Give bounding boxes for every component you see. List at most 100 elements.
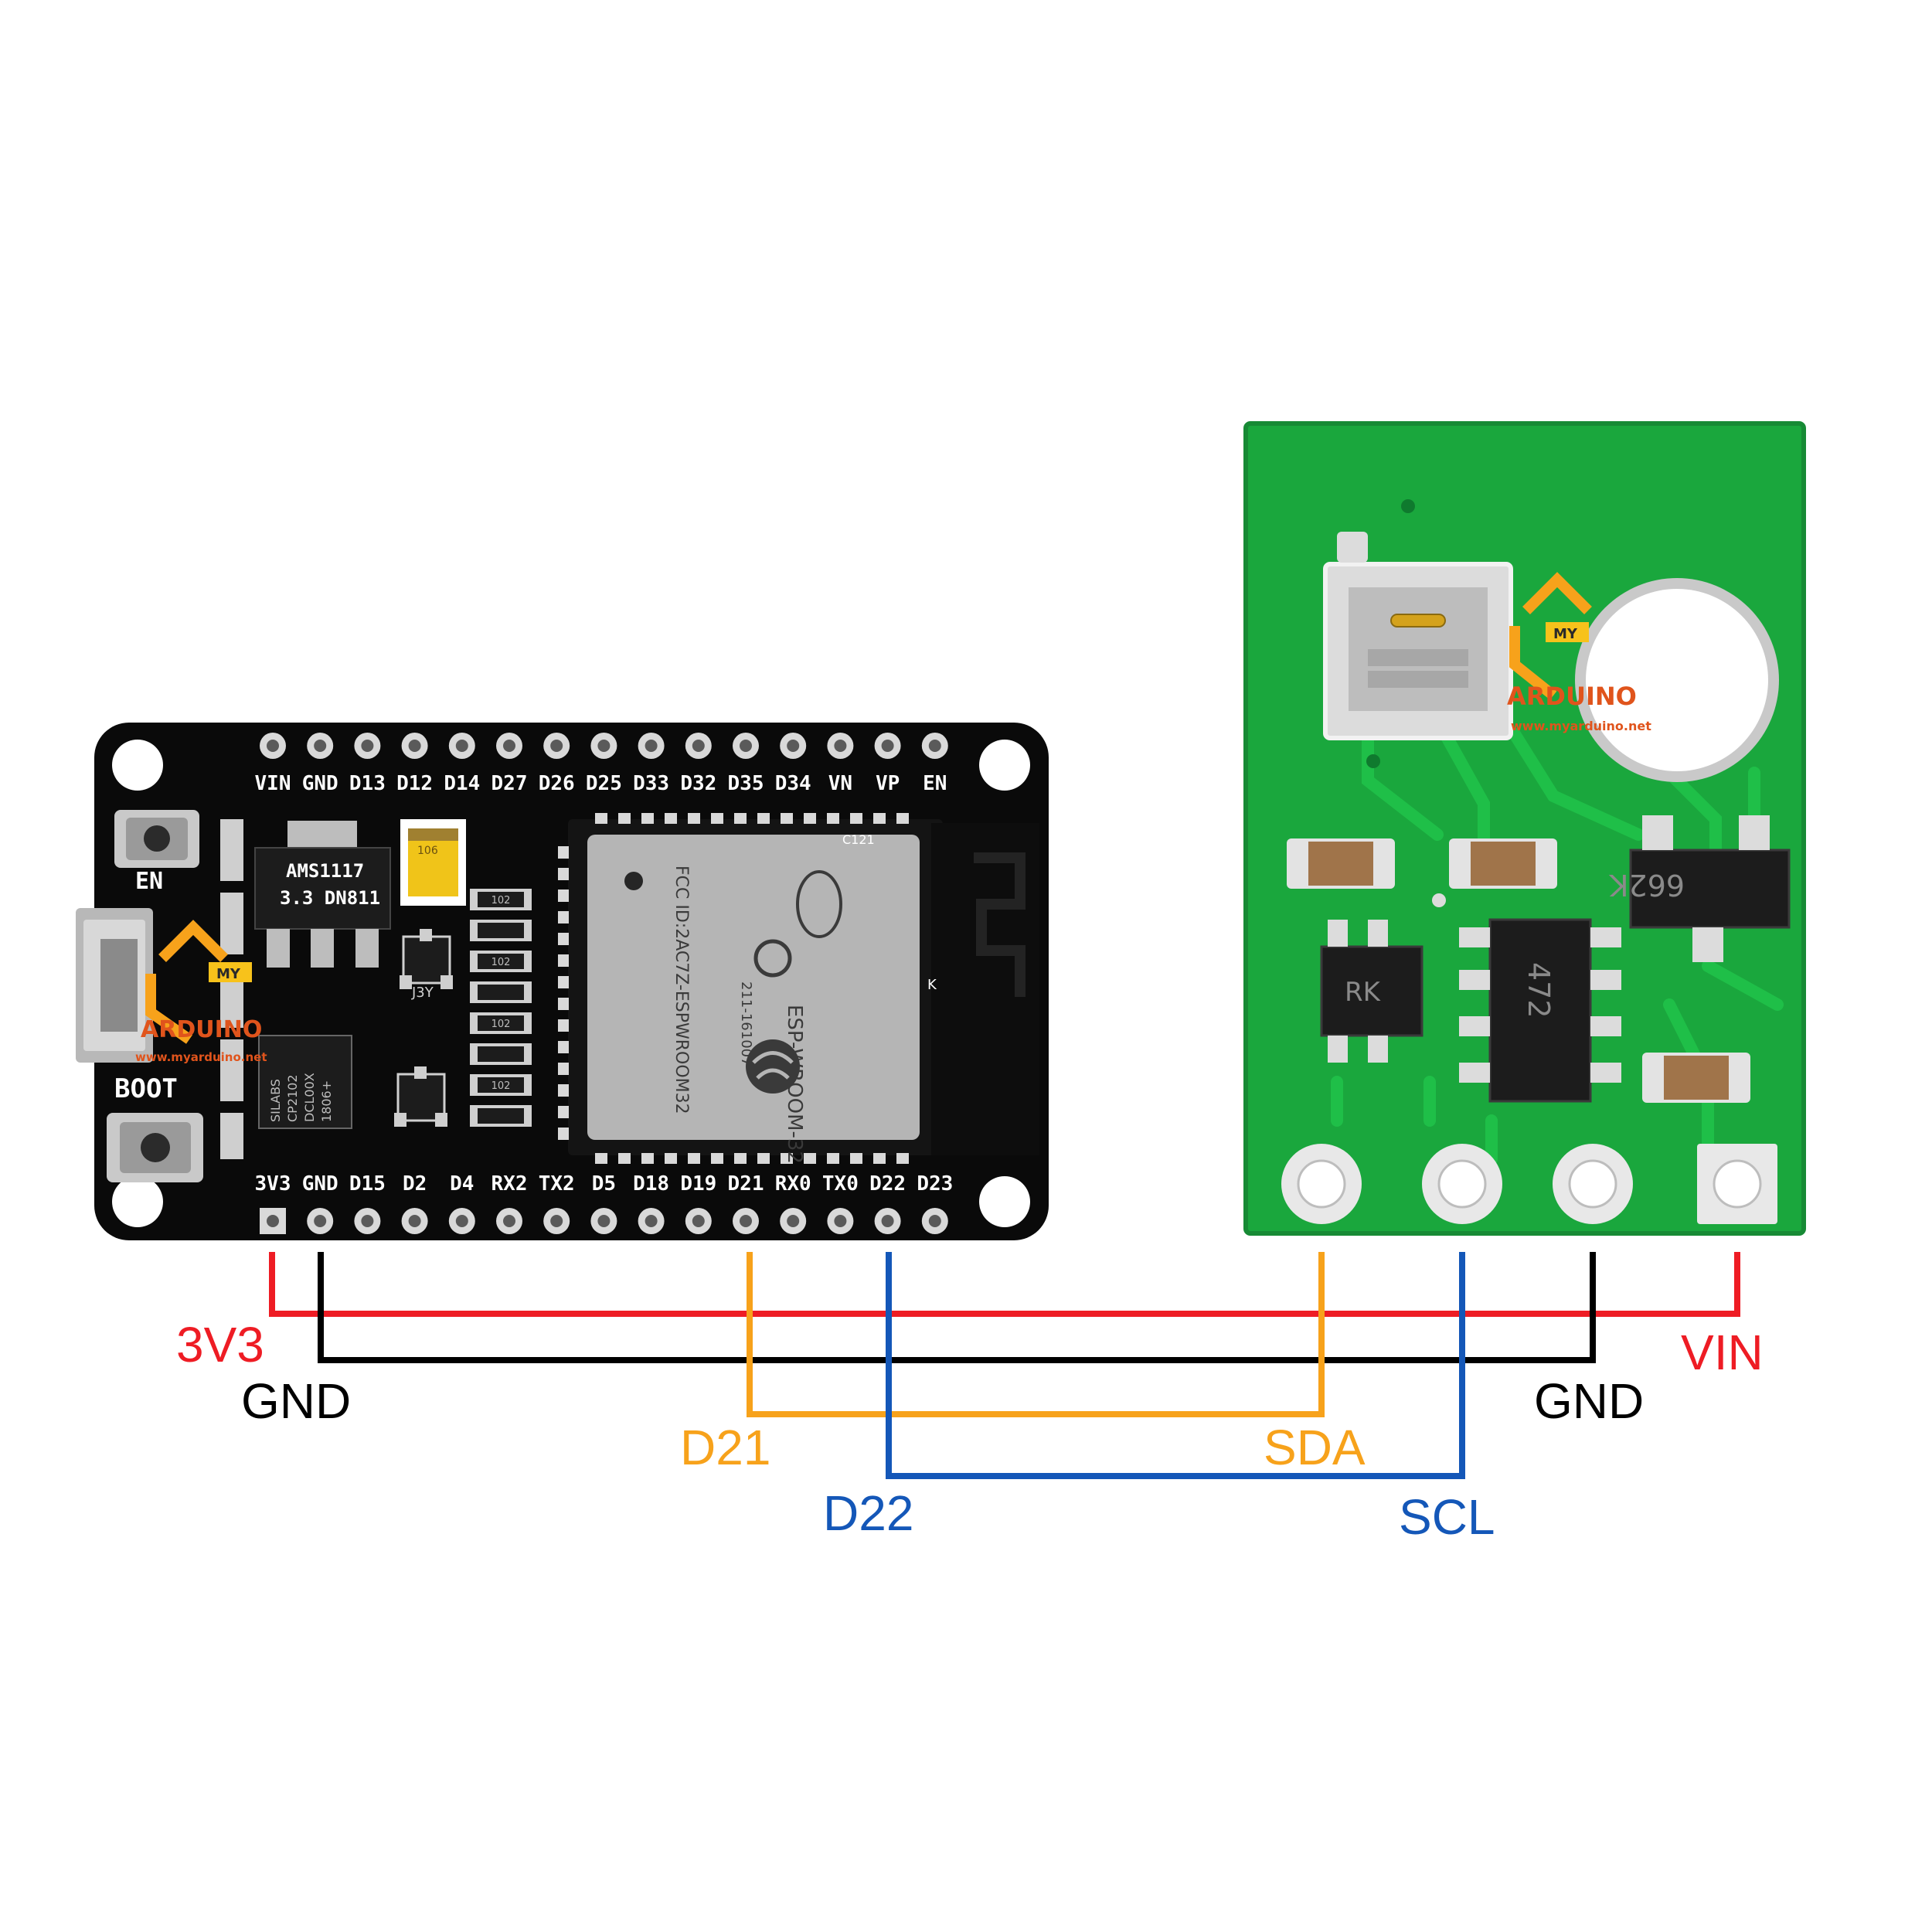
header-pin-hole (408, 1215, 421, 1227)
module-pad (558, 954, 569, 967)
pin-label: D25 (586, 772, 622, 795)
module-pad (781, 1153, 793, 1164)
module-pad (896, 813, 909, 824)
label-d21: D21 (680, 1420, 770, 1475)
via (1432, 893, 1446, 907)
module-pad (827, 1153, 839, 1164)
label-scl: SCL (1399, 1489, 1495, 1545)
boot-button[interactable] (107, 1113, 203, 1182)
smd-resistor-body (478, 923, 524, 938)
fet-label: RK (1345, 977, 1382, 1008)
module-pad (734, 813, 747, 824)
usb-chip-label-3: DCL00X (302, 1073, 317, 1122)
module-pad (558, 911, 569, 923)
header-pin-hole (314, 1215, 327, 1227)
smd-resistor-body (478, 1015, 524, 1031)
header-pin-hole (361, 1215, 374, 1227)
header-pin-hole (928, 1215, 941, 1227)
resistor-label: 102 (492, 1080, 511, 1092)
header-pin-hole (834, 740, 847, 752)
pin-label: GND (302, 1172, 338, 1196)
smd-resistor-body (478, 1108, 524, 1124)
module-pad (641, 813, 654, 824)
header-pin-hole (928, 740, 941, 752)
module-pad (688, 1153, 700, 1164)
header-pin-hole (834, 1215, 847, 1227)
pin-label: D2 (403, 1172, 427, 1196)
module-pad (558, 1128, 569, 1140)
myarduino-logo (145, 920, 252, 1044)
label-d22: D22 (823, 1485, 913, 1541)
espressif-logo-icon (746, 1039, 800, 1094)
usb-chip-label-4: 1806+ (319, 1080, 334, 1122)
smd-capacitor-body (1471, 842, 1536, 886)
pin-label: TX0 (822, 1172, 859, 1196)
pin-label: VP (876, 772, 900, 795)
pin-label: GND (302, 772, 338, 795)
module-pad (734, 1153, 747, 1164)
header-pin-hole (408, 740, 421, 752)
module-pad (558, 976, 569, 988)
left-passives (220, 819, 243, 1159)
module-pad (641, 1153, 654, 1164)
header-pin-hole (314, 740, 327, 752)
pin-label: D33 (633, 772, 669, 795)
header-pin-hole (787, 740, 800, 752)
en-button[interactable] (114, 810, 199, 868)
module-pad (618, 1153, 631, 1164)
module-pad (850, 1153, 862, 1164)
resistor-label: 102 (492, 957, 511, 968)
pin-label: D5 (592, 1172, 616, 1196)
header-pin-hole (645, 740, 658, 752)
wires (269, 1252, 1740, 1479)
module-pad (558, 998, 569, 1010)
header-pin-hole (550, 740, 563, 752)
smd-resistor-body (478, 954, 524, 969)
usb-chip-label-1: SILABS (268, 1079, 283, 1122)
regulator-label-1: AMS1117 (286, 860, 364, 882)
module-pad (595, 813, 607, 824)
module-pad (873, 1153, 886, 1164)
module-pad (896, 1153, 909, 1164)
module-pad (827, 813, 839, 824)
sensor-pad-hole (1568, 1159, 1617, 1209)
smd-capacitors (1287, 838, 1750, 1103)
tantalum-capacitor (400, 819, 466, 906)
capacitor-label: 106 (417, 845, 438, 857)
header-pin-hole (455, 740, 468, 752)
module-pad (618, 813, 631, 824)
module-pad (781, 813, 793, 824)
pin-label: D23 (917, 1172, 953, 1196)
header-pin-hole (597, 1215, 611, 1227)
pin-label: VN (828, 772, 852, 795)
via (1401, 499, 1415, 513)
fet-chip (1320, 920, 1423, 1063)
module-code-label: 211-161007 (738, 981, 754, 1066)
smd-capacitor-body (1664, 1056, 1729, 1100)
module-pad (558, 1106, 569, 1118)
logo-badge: MY (216, 966, 241, 982)
sensor-pin-header (1281, 1144, 1777, 1224)
top-pin-header (260, 733, 948, 759)
module-pad (558, 868, 569, 880)
header-pin-hole (597, 740, 611, 752)
pin-label: D4 (450, 1172, 474, 1196)
pin-label: EN (923, 772, 947, 795)
smd-resistor-body (478, 892, 524, 907)
module-pad (850, 813, 862, 824)
micro-usb-port[interactable] (76, 908, 153, 1063)
mounting-hole (979, 740, 1030, 791)
label-gnd-esp: GND (241, 1373, 351, 1429)
module-pad (757, 1153, 770, 1164)
header-pin-hole (645, 1215, 658, 1227)
header-pin-hole (692, 1215, 705, 1227)
pin-label: D35 (728, 772, 764, 795)
module-pad (558, 1084, 569, 1097)
wire-3v3-vin (269, 1252, 1740, 1317)
label-3v3: 3V3 (176, 1317, 264, 1372)
pin-label: D21 (728, 1172, 764, 1196)
header-pin-hole (881, 740, 894, 752)
